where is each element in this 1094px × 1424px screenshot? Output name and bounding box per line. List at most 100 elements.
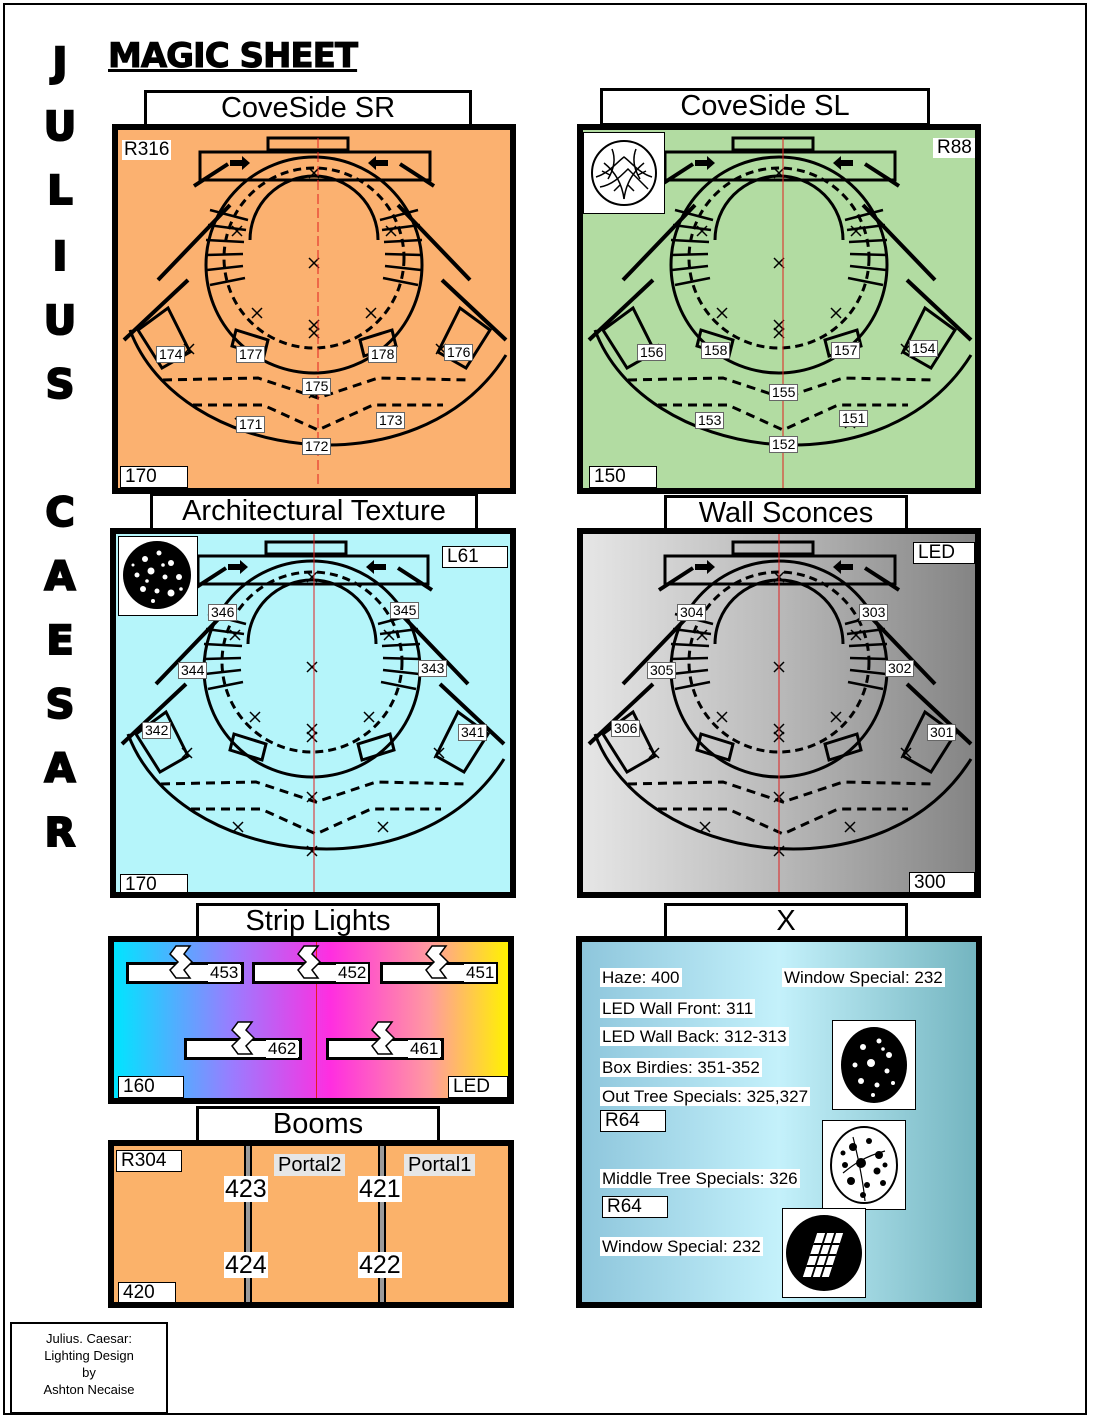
channel-label: 422 xyxy=(358,1251,402,1279)
title-letter: A xyxy=(44,553,77,601)
page-title: MAGIC SHEET xyxy=(107,36,358,77)
break-marks xyxy=(169,945,450,1055)
led-wall-back-label: LED Wall Back: 312-313 xyxy=(600,1027,789,1046)
channel-label: 342 xyxy=(142,722,172,739)
channel-label: 424 xyxy=(224,1251,268,1279)
specials-panel: Haze: 400 Window Special: 232 LED Wall F… xyxy=(576,936,982,1308)
boom-pipe xyxy=(378,1146,386,1302)
channel-label: 158 xyxy=(701,342,731,359)
sheet-border xyxy=(3,3,1087,1415)
credit-line: Julius. Caesar: xyxy=(46,1331,132,1346)
title-letter: E xyxy=(45,617,74,665)
title-letter: C xyxy=(44,489,75,537)
color-tag: R304 xyxy=(116,1150,182,1172)
channel-label: 306 xyxy=(611,720,641,737)
channel-label: 452 xyxy=(336,963,369,982)
channel-label: 156 xyxy=(637,344,667,361)
channel-label: 341 xyxy=(458,724,488,741)
title-letter: R xyxy=(44,809,77,857)
color-tag: R64 xyxy=(602,1196,668,1218)
color-tag: R64 xyxy=(600,1110,666,1132)
window-special-label: Window Special: 232 xyxy=(600,1237,763,1256)
start-channel: 420 xyxy=(118,1282,176,1302)
channel-label: 173 xyxy=(376,412,406,429)
channel-label: 301 xyxy=(927,724,957,741)
channel-label: 303 xyxy=(859,604,889,621)
channel-label: 151 xyxy=(839,410,869,427)
stage-plan-diagram xyxy=(122,136,508,488)
title-letter: A xyxy=(44,745,77,793)
start-channel: 160 xyxy=(118,1076,184,1098)
channel-label: 344 xyxy=(178,662,208,679)
stage-plan-diagram xyxy=(120,534,506,892)
start-channel: 170 xyxy=(120,874,188,892)
channel-label: 451 xyxy=(464,963,497,982)
channel-label: 346 xyxy=(208,604,238,621)
channel-label: 343 xyxy=(418,660,448,677)
color-tag: LED xyxy=(448,1076,508,1098)
title-letter: U xyxy=(43,297,77,345)
haze-label: Haze: 400 xyxy=(600,968,682,987)
center-line xyxy=(316,942,317,1098)
window-special-label: Window Special: 232 xyxy=(782,968,945,987)
channel-label: 157 xyxy=(831,342,861,359)
channel-label: 154 xyxy=(909,340,939,357)
title-letter: I xyxy=(52,233,69,281)
channel-label: 304 xyxy=(677,604,707,621)
start-channel: 300 xyxy=(909,872,975,892)
leaf-gobo-icon xyxy=(832,1020,916,1110)
channel-label: 178 xyxy=(368,346,398,363)
led-wall-front-label: LED Wall Front: 311 xyxy=(600,999,756,1018)
channel-label: 155 xyxy=(769,384,799,401)
color-tag: L61 xyxy=(442,546,508,568)
channel-label: 172 xyxy=(302,438,332,455)
wall-sconces-panel: LED 300 304 303 305 302 306 301 xyxy=(577,528,981,898)
branch-gobo-icon xyxy=(822,1120,906,1210)
portal-1-label: Portal1 xyxy=(404,1154,476,1176)
color-tag: R88 xyxy=(933,138,975,158)
boom-pipe xyxy=(244,1146,252,1302)
credit-line: Lighting Design xyxy=(44,1348,134,1363)
channel-label: 177 xyxy=(236,346,266,363)
title-letter: S xyxy=(45,361,76,409)
coveside-sr-panel: R316 170 174 177 178 176 175 171 173 172 xyxy=(112,124,516,494)
stage-plan-diagram xyxy=(587,136,973,488)
arch-texture-panel: L61 170 346 345 344 343 342 341 xyxy=(110,528,516,898)
start-channel: 170 xyxy=(120,466,188,488)
start-channel: 150 xyxy=(589,466,657,488)
channel-label: 174 xyxy=(156,346,186,363)
channel-label: 175 xyxy=(302,378,332,395)
out-tree-label: Out Tree Specials: 325,327 xyxy=(600,1087,811,1106)
credit-box: Julius. Caesar: Lighting Design by Ashto… xyxy=(10,1322,168,1414)
credit-line: by xyxy=(82,1365,96,1380)
title-letter: L xyxy=(46,167,74,215)
window-gobo-icon xyxy=(782,1208,866,1298)
channel-label: 345 xyxy=(390,602,420,619)
arch-texture-title: Architectural Texture xyxy=(150,493,478,531)
coveside-sl-panel: R88 150 156 158 157 154 155 153 151 152 xyxy=(577,124,981,494)
channel-label: 176 xyxy=(444,344,474,361)
middle-tree-label: Middle Tree Specials: 326 xyxy=(600,1169,800,1188)
credit-line: Ashton Necaise xyxy=(43,1382,135,1397)
channel-label: 462 xyxy=(266,1039,299,1058)
channel-label: 453 xyxy=(208,963,241,982)
breakup-gobo-icon xyxy=(118,536,198,616)
stage-plan-diagram xyxy=(587,534,973,892)
coveside-sl-title: CoveSide SL xyxy=(600,88,930,126)
color-tag: LED xyxy=(913,542,975,564)
strip-lights-panel: 453 452 451 462 461 160 LED xyxy=(108,936,514,1104)
channel-label: 302 xyxy=(885,660,915,677)
portal-2-label: Portal2 xyxy=(274,1154,346,1176)
booms-panel: R304 Portal2 Portal1 423 424 421 422 420 xyxy=(108,1140,514,1308)
title-letter: U xyxy=(43,103,77,151)
color-tag: R316 xyxy=(122,139,172,160)
box-birdies-label: Box Birdies: 351-352 xyxy=(600,1058,762,1077)
channel-label: 153 xyxy=(695,412,725,429)
booms-title: Booms xyxy=(196,1106,440,1144)
coveside-sr-title: CoveSide SR xyxy=(144,90,472,128)
branch-gobo-icon xyxy=(583,132,665,214)
channel-label: 171 xyxy=(236,416,266,433)
channel-label: 461 xyxy=(408,1039,441,1058)
title-letter: J xyxy=(52,39,69,87)
channel-label: 152 xyxy=(769,436,799,453)
